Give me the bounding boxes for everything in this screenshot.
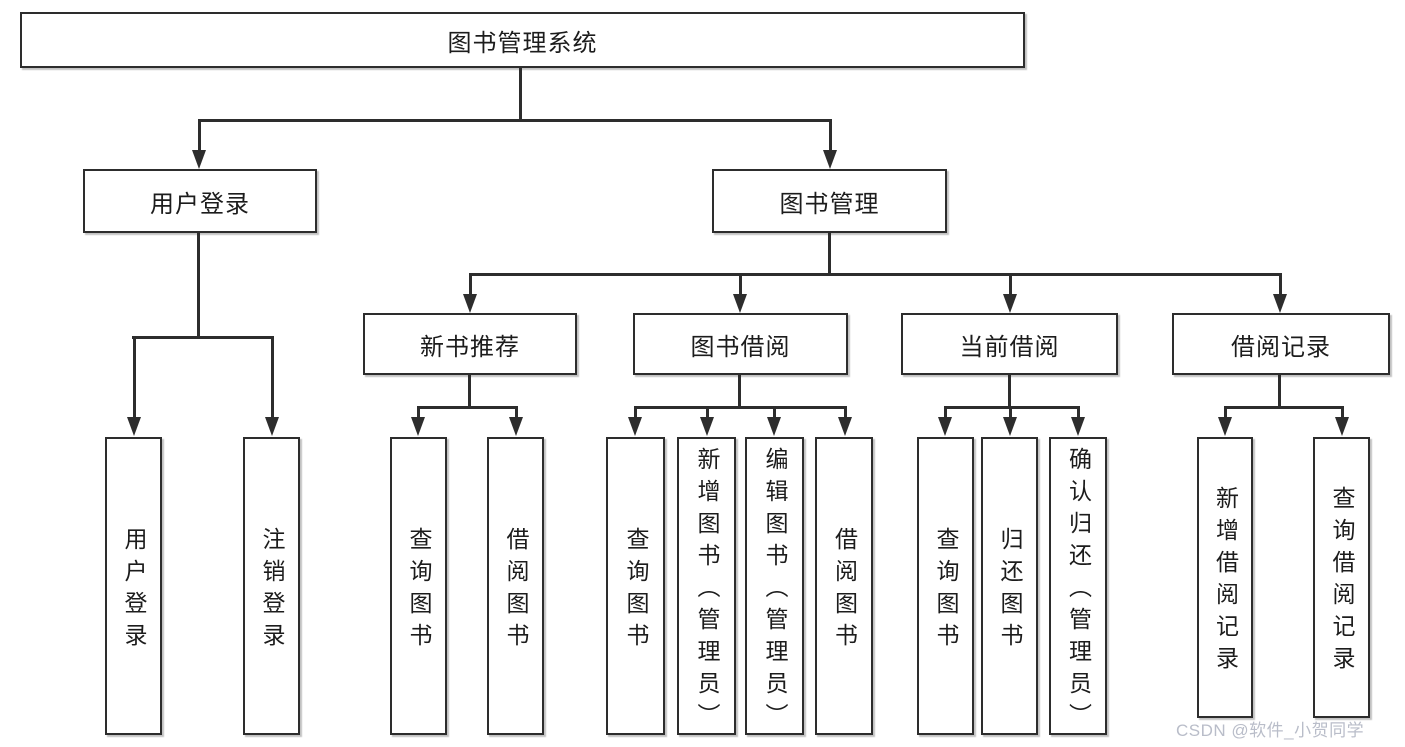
connector-level3-horizontal (469, 273, 1282, 276)
leaf-label: 新增图书（管理员） (694, 446, 720, 735)
node-book-borrow: 图书借阅 (633, 313, 848, 375)
connector-current-vertical (1008, 375, 1011, 408)
arrow-to-edit-books (767, 406, 781, 436)
leaf-label: 确认归还（管理员） (1065, 446, 1092, 735)
leaf-borrow-books-recommend: 借阅图书 (487, 437, 544, 735)
leaf-label: 查询图书 (623, 526, 649, 655)
leaf-label: 用户登录 (121, 526, 147, 655)
leaf-label: 新增借阅记录 (1212, 486, 1239, 678)
arrow-to-current-borrow (1003, 273, 1017, 313)
leaf-label: 注销登录 (259, 526, 285, 655)
node-user-login: 用户登录 (83, 169, 317, 233)
node-borrow-records: 借阅记录 (1172, 313, 1390, 375)
arrow-to-leaf-logout (265, 336, 279, 436)
node-library-management-system: 图书管理系统 (20, 12, 1025, 68)
arrow-to-leaf-user-login (127, 336, 141, 436)
connector-current-horizontal (944, 406, 1079, 409)
leaf-label: 查询图书 (406, 526, 432, 655)
connector-records-horizontal (1224, 406, 1343, 409)
arrow-to-book-management (823, 119, 837, 169)
node-label: 图书管理系统 (447, 29, 598, 57)
node-label: 当前借阅 (959, 333, 1060, 361)
leaf-label: 借阅图书 (503, 526, 529, 655)
connector-user-vertical (197, 233, 200, 339)
leaf-add-borrow-record: 新增借阅记录 (1197, 437, 1253, 718)
connector-user-horizontal (132, 336, 273, 339)
leaf-user-login: 用户登录 (105, 437, 162, 735)
arrow-to-query-books-3 (938, 406, 952, 436)
arrow-to-user-login (192, 119, 206, 169)
leaf-query-books-borrow: 查询图书 (606, 437, 665, 735)
arrow-to-borrow-books-2 (838, 406, 852, 436)
connector-root-vertical (519, 68, 522, 119)
arrow-to-new-book-recommend (463, 273, 477, 313)
leaf-label: 查询图书 (933, 526, 959, 655)
leaf-label: 编辑图书（管理员） (762, 446, 788, 735)
connector-recommend-vertical (468, 375, 471, 408)
arrow-to-add-books (700, 406, 714, 436)
arrow-to-borrow-records (1273, 273, 1287, 313)
leaf-label: 归还图书 (997, 526, 1023, 655)
leaf-label: 借阅图书 (831, 526, 858, 655)
leaf-add-books-admin: 新增图书（管理员） (677, 437, 736, 735)
arrow-to-book-borrow (733, 273, 747, 313)
arrow-to-confirm-return (1071, 406, 1085, 436)
node-label: 图书管理 (779, 190, 880, 218)
csdn-watermark: CSDN @软件_小贺同学 (1176, 721, 1365, 740)
arrow-to-add-borrow-record (1218, 406, 1232, 436)
connector-borrow-vertical (738, 375, 741, 408)
arrow-to-borrow-books-1 (509, 406, 523, 436)
leaf-confirm-return-admin: 确认归还（管理员） (1049, 437, 1107, 735)
arrow-to-return-books (1003, 406, 1017, 436)
leaf-logout: 注销登录 (243, 437, 300, 735)
leaf-label: 查询借阅记录 (1329, 486, 1355, 678)
arrow-to-query-borrow-record (1335, 406, 1349, 436)
leaf-query-books-current: 查询图书 (917, 437, 974, 735)
connector-records-vertical (1278, 375, 1281, 408)
node-current-borrow: 当前借阅 (901, 313, 1118, 375)
node-book-management: 图书管理 (712, 169, 947, 233)
node-label: 借阅记录 (1231, 333, 1331, 361)
leaf-return-books: 归还图书 (981, 437, 1038, 735)
leaf-query-borrow-record: 查询借阅记录 (1313, 437, 1370, 718)
leaf-borrow-books-borrow: 借阅图书 (815, 437, 873, 735)
connector-borrow-horizontal (634, 406, 846, 409)
node-label: 图书借阅 (690, 333, 791, 361)
connector-recommend-horizontal (417, 406, 517, 409)
leaf-edit-books-admin: 编辑图书（管理员） (745, 437, 804, 735)
connector-management-vertical (828, 233, 831, 276)
leaf-query-books-recommend: 查询图书 (390, 437, 447, 735)
arrow-to-query-books-1 (411, 406, 425, 436)
node-new-book-recommend: 新书推荐 (363, 313, 577, 375)
node-label: 新书推荐 (420, 333, 520, 361)
node-label: 用户登录 (150, 190, 250, 218)
arrow-to-query-books-2 (628, 406, 642, 436)
connector-level2-horizontal (198, 119, 831, 122)
